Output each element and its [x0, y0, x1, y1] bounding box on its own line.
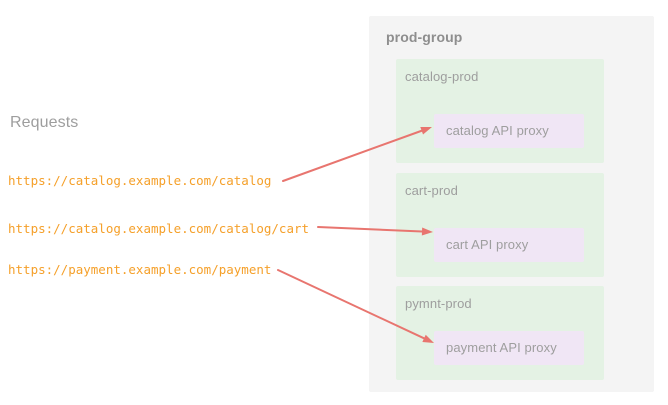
group-panel-prod-group: prod-group catalog-prod catalog API prox…: [369, 16, 654, 392]
proxy-label-payment-api-proxy: payment API proxy: [446, 340, 557, 355]
proxy-box-cart-api-proxy: cart API proxy: [434, 228, 584, 262]
request-url-catalog-cart: https://catalog.example.com/catalog/cart: [8, 221, 310, 236]
request-url-payment: https://payment.example.com/payment: [8, 262, 272, 277]
environment-box-catalog-prod: catalog-prod catalog API proxy: [396, 59, 604, 163]
proxy-label-catalog-api-proxy: catalog API proxy: [446, 123, 549, 138]
request-url-catalog: https://catalog.example.com/catalog: [8, 173, 272, 188]
environment-label-catalog-prod: catalog-prod: [405, 69, 479, 84]
proxy-label-cart-api-proxy: cart API proxy: [446, 237, 529, 252]
requests-heading: Requests: [10, 114, 79, 131]
environment-label-cart-prod: cart-prod: [405, 183, 458, 198]
environment-box-pymnt-prod: pymnt-prod payment API proxy: [396, 286, 604, 380]
group-title: prod-group: [386, 29, 463, 45]
environment-label-pymnt-prod: pymnt-prod: [405, 296, 472, 311]
environment-box-cart-prod: cart-prod cart API proxy: [396, 173, 604, 277]
proxy-box-catalog-api-proxy: catalog API proxy: [434, 114, 584, 148]
proxy-box-payment-api-proxy: payment API proxy: [434, 331, 584, 365]
